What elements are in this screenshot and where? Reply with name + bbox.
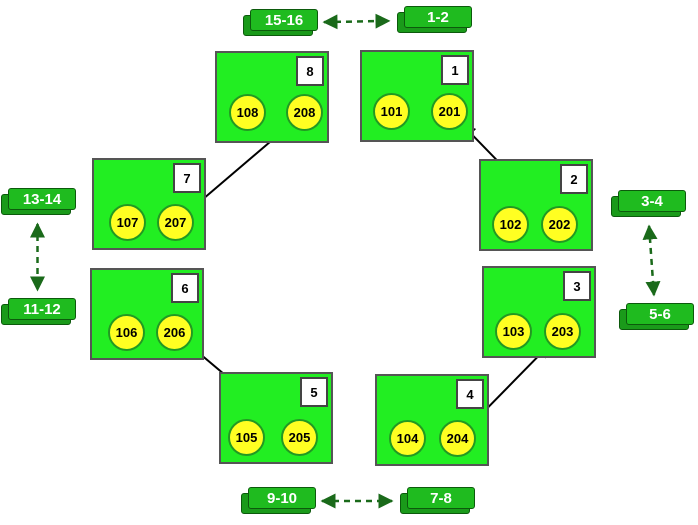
pair-tag-label: 5-6 — [626, 303, 694, 325]
box-1-number: 1 — [441, 55, 469, 85]
pair-tag-13-14[interactable]: 13-14 — [1, 188, 76, 216]
node-205[interactable]: 205 — [281, 419, 318, 456]
box-5: 5 105 205 — [219, 372, 333, 464]
box-6: 6 106 206 — [90, 268, 204, 360]
pair-tag-1-2[interactable]: 1-2 — [397, 6, 472, 34]
node-101[interactable]: 101 — [373, 93, 410, 130]
box-3: 3 103 203 — [482, 266, 596, 358]
node-108[interactable]: 108 — [229, 94, 266, 131]
node-208[interactable]: 208 — [286, 94, 323, 131]
pair-tag-label: 1-2 — [404, 6, 472, 28]
pair-tag-3-4[interactable]: 3-4 — [611, 190, 686, 218]
pair-tag-label: 11-12 — [8, 298, 76, 320]
pair-link-3-4-5-6 — [642, 224, 661, 297]
pair-tag-label: 7-8 — [407, 487, 475, 509]
box-3-number: 3 — [563, 271, 591, 301]
node-103[interactable]: 103 — [495, 313, 532, 350]
pair-tag-7-8[interactable]: 7-8 — [400, 487, 475, 515]
box-7: 7 107 207 — [92, 158, 206, 250]
box-2-number: 2 — [560, 164, 588, 194]
pair-tag-label: 13-14 — [8, 188, 76, 210]
node-102[interactable]: 102 — [492, 206, 529, 243]
pair-tag-label: 15-16 — [250, 9, 318, 31]
node-201[interactable]: 201 — [431, 93, 468, 130]
pair-tag-15-16[interactable]: 15-16 — [243, 9, 318, 37]
box-6-number: 6 — [171, 273, 199, 303]
node-202[interactable]: 202 — [541, 206, 578, 243]
node-207[interactable]: 207 — [157, 204, 194, 241]
pair-tag-label: 9-10 — [248, 487, 316, 509]
pair-tag-label: 3-4 — [618, 190, 686, 212]
box-1: 1 101 201 — [360, 50, 474, 142]
box-2: 2 102 202 — [479, 159, 593, 251]
node-206[interactable]: 206 — [156, 314, 193, 351]
box-4: 4 104 204 — [375, 374, 489, 466]
box-8: 8 108 208 — [215, 51, 329, 143]
box-8-number: 8 — [296, 56, 324, 86]
box-5-number: 5 — [300, 377, 328, 407]
node-105[interactable]: 105 — [228, 419, 265, 456]
node-104[interactable]: 104 — [389, 420, 426, 457]
node-203[interactable]: 203 — [544, 313, 581, 350]
box-4-number: 4 — [456, 379, 484, 409]
pair-tag-11-12[interactable]: 11-12 — [1, 298, 76, 326]
pair-link-15-16-1-2 — [322, 13, 391, 30]
box-7-number: 7 — [173, 163, 201, 193]
node-106[interactable]: 106 — [108, 314, 145, 351]
pair-tag-9-10[interactable]: 9-10 — [241, 487, 316, 515]
node-107[interactable]: 107 — [109, 204, 146, 241]
pair-tag-5-6[interactable]: 5-6 — [619, 303, 694, 331]
node-204[interactable]: 204 — [439, 420, 476, 457]
